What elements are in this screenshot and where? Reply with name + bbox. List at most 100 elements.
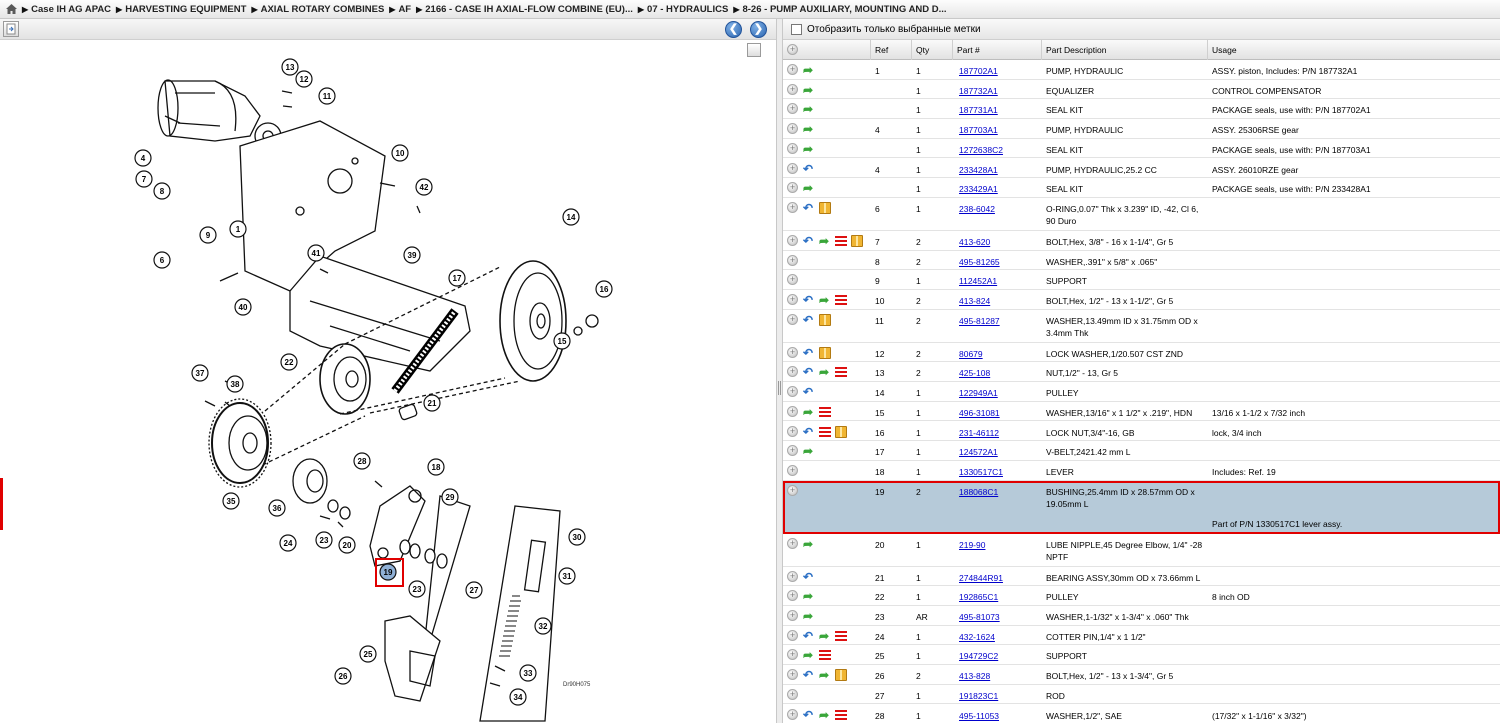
replacement-icon[interactable]: ➦ — [803, 444, 814, 459]
list-icon[interactable] — [819, 406, 831, 417]
part-number-link[interactable]: 187732A1 — [959, 85, 998, 96]
part-number-link[interactable]: 231-46112 — [959, 427, 1000, 438]
superseded-icon[interactable]: ↶ — [803, 628, 814, 643]
part-number-link[interactable]: 495-81073 — [959, 612, 1000, 622]
callout-32[interactable]: 32 — [534, 617, 552, 635]
expand-row-icon[interactable]: + — [787, 142, 798, 154]
callout-39[interactable]: 39 — [403, 246, 421, 264]
superseded-icon[interactable]: ↶ — [803, 668, 814, 683]
part-number-link[interactable]: 413-824 — [959, 296, 991, 306]
superseded-icon[interactable]: ↶ — [803, 365, 814, 380]
expand-row-icon[interactable]: + — [787, 123, 798, 135]
pane-splitter[interactable] — [776, 19, 783, 723]
expand-row-icon[interactable]: + — [787, 708, 798, 720]
expand-row-icon[interactable]: + — [787, 103, 798, 115]
expand-row-icon[interactable]: + — [787, 570, 798, 582]
expand-row-icon[interactable]: + — [787, 590, 798, 602]
breadcrumb-item[interactable]: ▶AF — [389, 4, 411, 15]
superseded-icon[interactable]: ↶ — [803, 424, 814, 439]
list-icon[interactable] — [835, 235, 847, 246]
callout-20[interactable]: 20 — [338, 536, 356, 554]
superseded-icon[interactable]: ↶ — [803, 312, 814, 327]
callout-4[interactable]: 4 — [134, 149, 152, 167]
callout-9[interactable]: 9 — [199, 226, 217, 244]
expand-row-icon[interactable]: + — [787, 386, 798, 398]
callout-41[interactable]: 41 — [307, 244, 325, 262]
export-button[interactable] — [3, 21, 19, 37]
part-number-link[interactable]: 80679 — [959, 348, 983, 359]
callout-34[interactable]: 34 — [509, 688, 527, 706]
expand-row-icon[interactable]: + — [787, 464, 798, 476]
callout-31[interactable]: 31 — [558, 567, 576, 585]
part-number-link[interactable]: 122949A1 — [959, 388, 998, 399]
superseded-icon[interactable]: ↶ — [803, 233, 814, 248]
breadcrumb-item[interactable]: ▶8-26 - PUMP AUXILIARY, MOUNTING AND D..… — [733, 4, 946, 15]
replacement-icon[interactable]: ➦ — [803, 122, 814, 137]
superseded-icon[interactable]: ↶ — [803, 385, 814, 400]
expand-row-icon[interactable]: + — [787, 366, 798, 378]
callout-40[interactable]: 40 — [234, 298, 252, 316]
col-ref[interactable]: Ref — [870, 40, 888, 60]
replacement-icon[interactable]: ➦ — [803, 141, 814, 156]
list-icon[interactable] — [835, 709, 847, 720]
part-number-link[interactable]: 194729C2 — [959, 651, 999, 662]
list-icon[interactable] — [819, 426, 831, 437]
replacement-icon[interactable]: ➦ — [803, 181, 814, 196]
callout-12[interactable]: 12 — [295, 70, 313, 88]
package-icon[interactable] — [819, 201, 831, 214]
callout-22[interactable]: 22 — [280, 353, 298, 371]
part-number-link[interactable]: 233428A1 — [959, 164, 998, 175]
callout-11[interactable]: 11 — [318, 87, 336, 105]
callout-14[interactable]: 14 — [562, 208, 580, 226]
part-number-link[interactable]: 188068C1 — [959, 486, 999, 497]
header-expand[interactable]: + — [783, 40, 803, 60]
superseded-icon[interactable]: ↶ — [803, 345, 814, 360]
callout-35[interactable]: 35 — [222, 492, 240, 510]
replacement-icon[interactable]: ➦ — [803, 536, 814, 551]
col-qty[interactable]: Qty — [911, 40, 929, 60]
callout-15[interactable]: 15 — [553, 332, 571, 350]
replacement-icon[interactable]: ➦ — [819, 628, 830, 643]
callout-29[interactable]: 29 — [441, 488, 459, 506]
superseded-icon[interactable]: ↶ — [803, 569, 814, 584]
part-number-link[interactable]: 124572A1 — [959, 447, 998, 458]
part-number-link[interactable]: 425-108 — [959, 368, 991, 379]
expand-row-icon[interactable]: + — [787, 254, 798, 266]
part-number-link[interactable]: 112452A1 — [959, 276, 998, 287]
package-icon[interactable] — [835, 669, 847, 682]
package-icon[interactable] — [819, 346, 831, 359]
callout-13[interactable]: 13 — [281, 58, 299, 76]
callout-21[interactable]: 21 — [423, 394, 441, 412]
part-number-link[interactable]: 187703A1 — [959, 125, 998, 136]
callout-1[interactable]: 1 — [229, 220, 247, 238]
filter-checkbox[interactable] — [791, 23, 802, 35]
part-number-link[interactable]: 495-81287 — [959, 315, 1000, 326]
expand-row-icon[interactable]: + — [787, 201, 798, 213]
part-number-link[interactable]: 187702A1 — [959, 66, 998, 76]
package-icon[interactable] — [835, 425, 847, 438]
package-icon[interactable] — [819, 313, 831, 326]
callout-30[interactable]: 30 — [568, 528, 586, 546]
list-icon[interactable] — [835, 295, 847, 305]
part-number-link[interactable]: 496-31081 — [959, 407, 1000, 418]
breadcrumb-item[interactable]: ▶AXIAL ROTARY COMBINES — [251, 4, 384, 15]
part-number-link[interactable]: 413-620 — [959, 236, 991, 247]
superseded-icon[interactable]: ↶ — [803, 200, 814, 215]
